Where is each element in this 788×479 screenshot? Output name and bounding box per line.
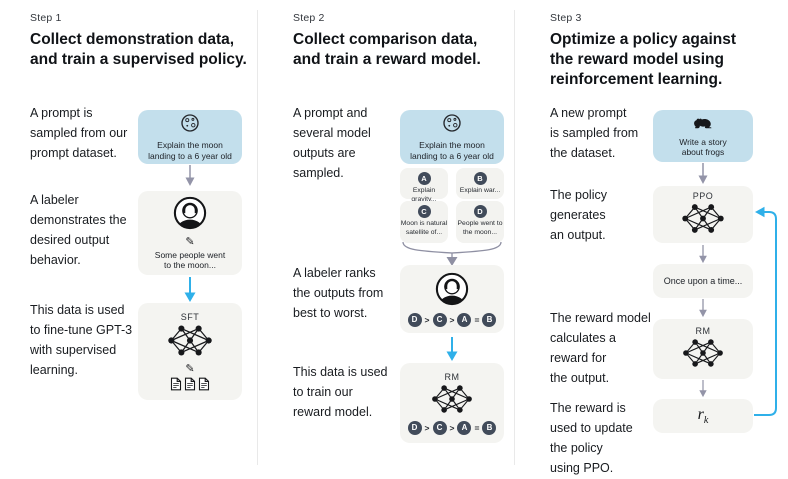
policy-output-text: Once upon a time...	[663, 275, 743, 286]
output-option-b: B Explain war...	[456, 168, 504, 199]
policy-output-card: Once upon a time...	[653, 264, 753, 298]
ppo-policy-card: PPO	[653, 186, 753, 243]
prompt-card: Explain the moon landing to a 6 year old	[138, 110, 242, 164]
reward-model-title: RM	[444, 371, 460, 382]
blue-down-arrow-icon	[446, 337, 458, 361]
step-2-paragraph-prompt: A prompt and several model outputs are s…	[293, 106, 371, 180]
rank-badge: C	[432, 312, 447, 327]
rank-separator: >	[449, 422, 455, 433]
rank-badge: D	[407, 420, 422, 435]
step-3-label: Step 3	[550, 12, 582, 24]
option-letter-badge: B	[473, 172, 487, 185]
step-3-paragraph-reward-model: The reward model calculates a reward for…	[550, 311, 651, 385]
merge-brace-arrow-icon	[402, 241, 502, 266]
rank-separator: >	[449, 314, 455, 325]
step-1-paragraph-sft: This data is used to fine-tune GPT-3 wit…	[30, 303, 133, 377]
step-1-label: Step 1	[30, 12, 62, 24]
option-text: Explain gravity...	[411, 187, 437, 203]
reward-value-text: rk	[697, 405, 709, 427]
step-1-heading: Collect demonstration data, and train a …	[30, 31, 247, 68]
prompt-card-text: Write a story about frogs	[679, 136, 727, 158]
step-1-paragraph-prompt: A prompt is sampled from our prompt data…	[30, 106, 128, 160]
option-text: People went to the moon...	[457, 220, 503, 236]
ranking-row: D > C > A = B	[407, 312, 497, 327]
moon-icon	[180, 113, 200, 138]
rank-badge: B	[482, 420, 497, 435]
neural-network-icon	[167, 324, 213, 362]
down-arrow-icon	[699, 299, 707, 318]
down-arrow-icon	[698, 163, 708, 184]
pencil-icon: ✎	[185, 235, 195, 248]
rank-badge: A	[457, 420, 472, 435]
labeler-ranking-card: D > C > A = B	[400, 265, 504, 333]
output-option-a: A Explain gravity...	[400, 168, 448, 203]
neural-network-icon	[681, 203, 725, 239]
step-2-paragraph-rank: A labeler ranks the outputs from best to…	[293, 266, 384, 320]
prompt-card: Write a story about frogs	[653, 110, 753, 162]
neural-network-icon	[431, 384, 473, 419]
prompt-card-text: Explain the moon landing to a 6 year old	[148, 140, 232, 161]
rank-badge: D	[407, 312, 422, 327]
step-3-paragraph-update: The reward is used to update the policy …	[550, 401, 633, 475]
reward-model-title: RM	[695, 325, 711, 336]
down-arrow-icon	[699, 380, 707, 398]
step-3-paragraph-policy: The policy generates an output.	[550, 188, 607, 242]
output-option-d: D People went to the moon...	[456, 201, 504, 243]
reward-model-card: RM D > C > A = B	[400, 363, 504, 443]
option-letter-badge: C	[417, 205, 431, 218]
ranking-row: D > C > A = B	[407, 420, 497, 435]
rank-separator: =	[474, 314, 480, 325]
column-divider-2	[514, 10, 515, 465]
step-2-label: Step 2	[293, 12, 325, 24]
step-3-heading: Optimize a policy against the reward mod…	[550, 31, 737, 88]
step-1-paragraph-labeler: A labeler demonstrates the desired outpu…	[30, 193, 127, 267]
sft-model-card: SFT ✎	[138, 303, 242, 400]
labeler-card: ✎ Some people went to the moon...	[138, 191, 242, 275]
step-3-paragraph-prompt: A new prompt is sampled from the dataset…	[550, 106, 639, 160]
frog-icon	[692, 115, 714, 135]
pencil-icon: ✎	[185, 363, 195, 375]
rank-badge: B	[482, 312, 497, 327]
labeler-avatar-icon	[435, 272, 469, 311]
step-2-paragraph-rm: This data is used to train our reward mo…	[293, 365, 388, 419]
down-arrow-icon	[699, 245, 707, 264]
blue-down-arrow-icon	[184, 277, 196, 302]
reward-value-card: rk	[653, 399, 753, 433]
reward-model-card: RM	[653, 319, 753, 379]
documents-icon	[170, 377, 210, 391]
rank-badge: A	[457, 312, 472, 327]
step-2-heading: Collect comparison data, and train a rew…	[293, 31, 481, 68]
neural-network-icon	[682, 338, 724, 373]
prompt-card-text: Explain the moon landing to a 6 year old	[410, 140, 494, 161]
rank-separator: =	[474, 422, 480, 433]
sft-model-title: SFT	[180, 312, 200, 322]
output-option-c: C Moon is natural satellite of...	[400, 201, 448, 243]
option-letter-badge: A	[417, 172, 431, 185]
rank-separator: >	[424, 422, 430, 433]
labeler-card-text: Some people went to the moon...	[154, 249, 226, 271]
down-arrow-icon	[185, 165, 195, 186]
column-divider-1	[257, 10, 258, 465]
rank-badge: C	[432, 420, 447, 435]
rank-separator: >	[424, 314, 430, 325]
prompt-card: Explain the moon landing to a 6 year old	[400, 110, 504, 164]
labeler-avatar-icon	[173, 196, 207, 235]
moon-icon	[442, 113, 462, 138]
ppo-policy-title: PPO	[692, 190, 714, 201]
option-text: Moon is natural satellite of...	[400, 220, 448, 236]
option-text: Explain war...	[459, 187, 501, 194]
feedback-loop-arrow-icon	[754, 206, 777, 416]
option-letter-badge: D	[473, 205, 487, 218]
